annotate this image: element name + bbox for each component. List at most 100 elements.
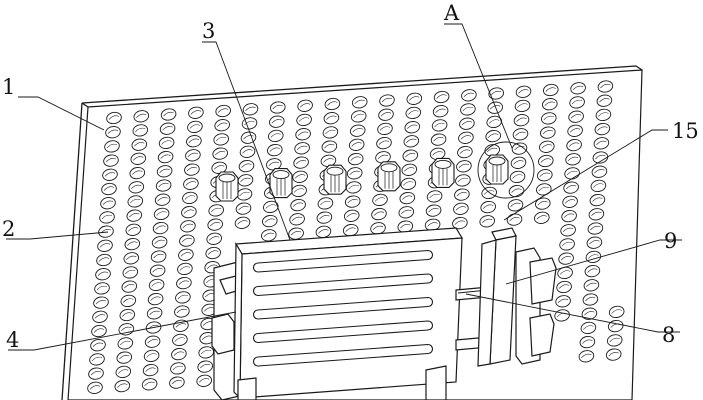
- board-hole-edge: [373, 211, 385, 216]
- hex-peg: [269, 168, 293, 199]
- board-hole: [290, 198, 306, 212]
- board-hole: [91, 324, 107, 338]
- board-hole: [238, 159, 255, 173]
- board-hole-edge: [539, 172, 550, 177]
- board-hole: [172, 333, 188, 347]
- board-hole-edge: [405, 153, 416, 158]
- board-hole-edge: [566, 170, 578, 176]
- board-hole-edge: [182, 223, 194, 229]
- board-hole-edge: [372, 225, 384, 231]
- board-hole-edge: [97, 271, 109, 276]
- board-hole: [377, 122, 393, 136]
- board-hole-edge: [540, 158, 551, 163]
- board-hole-edge: [324, 144, 335, 149]
- board-hole: [96, 253, 112, 267]
- board-hole: [455, 174, 471, 187]
- board-hole-edge: [127, 241, 138, 246]
- board-hole: [92, 310, 108, 323]
- board-hole-edge: [237, 220, 248, 225]
- board-hole: [322, 126, 339, 139]
- board-hole-edge: [175, 323, 187, 328]
- board-hole: [155, 179, 172, 192]
- callout-4: 4: [6, 328, 19, 352]
- board-hole: [539, 140, 555, 153]
- board-hole-edge: [354, 99, 365, 105]
- board-hole: [405, 106, 422, 120]
- board-hole-edge: [126, 255, 137, 261]
- board-hole-edge: [153, 253, 164, 259]
- board-hole: [148, 278, 165, 292]
- board-hole: [399, 191, 416, 205]
- board-hole: [541, 112, 557, 125]
- board-hole: [507, 199, 524, 212]
- board-hole-edge: [105, 158, 117, 163]
- board-hole: [316, 211, 333, 224]
- board-hole-edge: [241, 163, 252, 168]
- board-hole: [324, 97, 341, 111]
- board-hole-edge: [183, 209, 195, 214]
- board-hole-edge: [198, 378, 210, 383]
- board-hole: [400, 177, 417, 191]
- board-hole: [144, 335, 161, 348]
- board-hole-edge: [323, 158, 334, 163]
- board-hole: [142, 363, 159, 377]
- board-hole: [555, 295, 571, 308]
- board-hole-edge: [121, 326, 132, 332]
- callout-A: A: [443, 1, 460, 25]
- board-hole-edge: [154, 239, 165, 245]
- board-hole: [570, 82, 586, 95]
- board-hole: [207, 218, 223, 231]
- board-hole: [124, 237, 141, 251]
- board-hole-edge: [488, 119, 500, 124]
- board-hole-edge: [179, 266, 191, 271]
- board-hole: [460, 103, 476, 116]
- board-hole-edge: [518, 89, 529, 94]
- board-hole-edge: [152, 268, 163, 273]
- board-hole: [234, 216, 251, 229]
- board-hole: [589, 193, 606, 207]
- board-hole: [431, 119, 448, 132]
- board-hole: [242, 103, 259, 116]
- callout-1: 1: [2, 75, 15, 99]
- board-hole-edge: [537, 201, 548, 206]
- board-hole-edge: [588, 254, 599, 259]
- board-hole-edge: [118, 369, 129, 374]
- board-hole: [213, 133, 229, 146]
- plate-slot: [252, 343, 434, 367]
- board-hole-edge: [190, 110, 202, 115]
- board-hole: [104, 140, 120, 153]
- board-hole-edge: [200, 349, 212, 355]
- board-hole-edge: [571, 99, 583, 105]
- board-hole-edge: [117, 383, 128, 388]
- board-hole-edge: [349, 170, 360, 176]
- board-hole-edge: [131, 184, 142, 190]
- board-hole: [126, 209, 143, 222]
- board-hole-edge: [585, 296, 596, 302]
- board-hole-edge: [591, 211, 602, 217]
- board-hole: [177, 262, 193, 276]
- callout-8: 8: [662, 323, 675, 347]
- board-hole-edge: [350, 156, 361, 161]
- board-hole-edge: [457, 177, 469, 183]
- board-hole-edge: [584, 311, 595, 316]
- board-hole: [595, 108, 612, 122]
- board-hole-edge: [458, 163, 470, 169]
- board-hole: [579, 335, 596, 349]
- board-hole-edge: [293, 188, 305, 193]
- board-hole-edge: [216, 122, 228, 127]
- board-hole: [569, 96, 585, 109]
- board-hole: [127, 195, 144, 208]
- guide-rail: [477, 227, 517, 367]
- board-hole-edge: [272, 104, 283, 110]
- board-hole-edge: [240, 177, 251, 183]
- leader-1: [18, 96, 105, 131]
- board-hole: [116, 351, 133, 364]
- board-hole: [350, 110, 367, 123]
- board-hole-edge: [319, 215, 330, 220]
- board-hole-edge: [92, 342, 104, 347]
- board-hole-edge: [347, 199, 358, 204]
- board-hole-edge: [156, 211, 167, 216]
- board-hole: [461, 89, 477, 102]
- board-hole-edge: [567, 156, 579, 162]
- hex-peg-top: [488, 156, 506, 166]
